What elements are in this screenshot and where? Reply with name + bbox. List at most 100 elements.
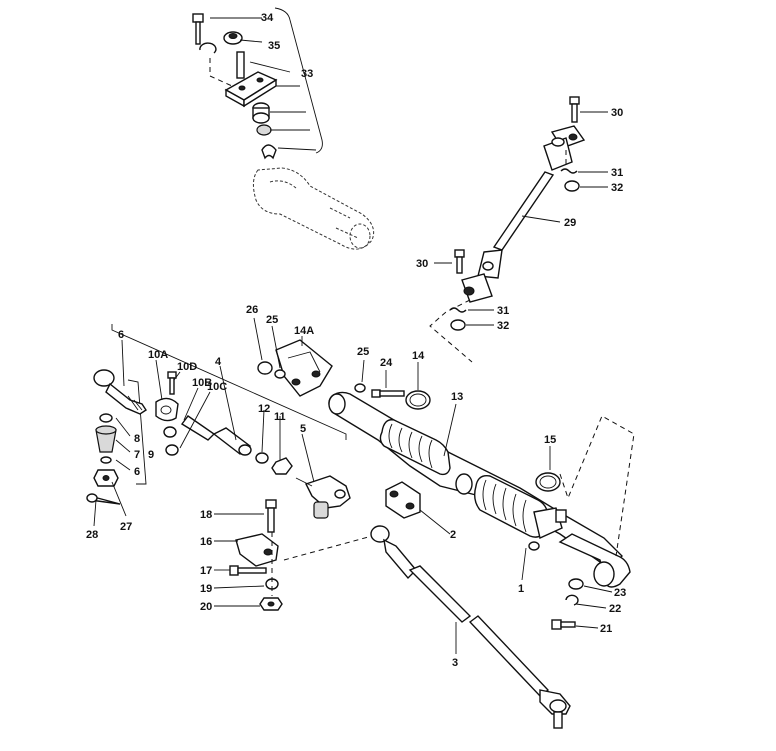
part-clamp-14A — [275, 339, 333, 397]
callout-6-side: 9 — [148, 449, 154, 461]
part-bolt-24 — [371, 389, 405, 398]
bracket-clamp-kit-group — [192, 7, 375, 250]
callout-7: 7 — [134, 449, 140, 461]
part-bolt-17 — [229, 565, 267, 576]
callout-34: 34 — [261, 12, 274, 24]
part-bolt-34 — [192, 13, 204, 45]
part-nut-35 — [223, 31, 243, 45]
callout-6-top: 6 — [118, 329, 124, 341]
callout-18: 18 — [200, 509, 212, 521]
callout-23: 23 — [614, 587, 626, 599]
rack-housing-assembly — [253, 317, 635, 588]
part-tie-rod-end-6 — [93, 369, 147, 415]
group-33-bracket-line — [274, 7, 323, 154]
callout-17: 17 — [200, 565, 212, 577]
callout-31-bottom: 31 — [497, 305, 509, 317]
part-ring-8 — [99, 413, 113, 423]
dash-clamp-15 — [559, 415, 635, 557]
dash-shaft-to-rack — [429, 299, 473, 363]
part-bolt-30-top — [569, 96, 580, 123]
dash-bracket-to-tie-rod — [283, 535, 373, 561]
callout-27: 27 — [120, 521, 132, 533]
part-washer-25 — [274, 369, 286, 379]
part-nut-32-top — [564, 180, 580, 192]
callout-5: 5 — [300, 423, 306, 435]
callout-2: 2 — [450, 529, 456, 541]
callout-28: 28 — [86, 529, 98, 541]
part-washer-25-right — [354, 383, 366, 393]
part-clip-31-top — [560, 168, 578, 174]
part-nut-12 — [255, 452, 269, 464]
bracket-line-6 — [127, 379, 147, 485]
callout-32-bottom: 32 — [497, 320, 509, 332]
callout-24: 24 — [380, 357, 393, 369]
callout-25-left: 25 — [266, 314, 278, 326]
part-washer-9 — [100, 456, 112, 464]
callout-10A: 10A — [148, 349, 168, 361]
callout-10D: 10D — [177, 361, 197, 373]
callout-21: 21 — [600, 623, 612, 635]
part-pinion-housing — [528, 507, 631, 588]
part-washer-10B — [163, 426, 177, 438]
rack-left-end — [328, 393, 346, 415]
part-nut-20 — [259, 597, 283, 611]
part-drop-arm-5 — [295, 475, 351, 519]
callout-20: 20 — [200, 601, 212, 613]
part-washer-23 — [568, 578, 584, 590]
part-bushing-stack — [252, 102, 277, 160]
part-tie-rod-end-right — [539, 689, 571, 729]
callout-14: 14 — [412, 350, 425, 362]
part-stud — [236, 51, 245, 79]
callout-labels: 34 35 33 30 31 32 29 30 31 32 26 25 14A … — [86, 12, 626, 669]
callout-14A: 14A — [294, 325, 314, 337]
part-nut-26 — [257, 361, 273, 375]
part-clamp-10A — [155, 397, 179, 422]
part-nut-10C — [165, 444, 179, 456]
callout-16: 16 — [200, 536, 212, 548]
part-clamp-ring-15 — [535, 472, 561, 492]
part-mount-bracket-2 — [385, 481, 421, 519]
part-clamp-ring-14 — [405, 390, 431, 410]
callout-31-top: 31 — [611, 167, 623, 179]
callout-10B: 10B — [192, 377, 212, 389]
part-bolt-18 — [265, 499, 277, 533]
callout-26: 26 — [246, 304, 258, 316]
right-lower-group — [551, 578, 613, 630]
callout-33: 33 — [301, 68, 313, 80]
part-castle-nut-27 — [93, 469, 119, 487]
callout-25-right: 25 — [357, 346, 369, 358]
part-nut-11 — [271, 457, 293, 475]
callout-30-bottom: 30 — [416, 258, 428, 270]
callout-30-top: 30 — [611, 107, 623, 119]
callout-3: 3 — [452, 657, 458, 669]
callout-35: 35 — [268, 40, 280, 52]
callout-13: 13 — [451, 391, 463, 403]
dash-link-top — [209, 58, 233, 87]
callout-22: 22 — [609, 603, 621, 615]
left-tie-rod-group — [86, 324, 351, 527]
callout-15: 15 — [544, 434, 556, 446]
part-bolt-10D — [167, 371, 177, 395]
part-clamp-plate — [224, 71, 278, 108]
callout-19: 19 — [200, 583, 212, 595]
part-nut-32-bottom — [450, 319, 466, 331]
part-lower-universal-joint — [461, 249, 503, 303]
callout-8: 8 — [134, 433, 140, 445]
lower-bracket-group — [213, 499, 373, 611]
part-upper-universal-joint — [543, 125, 586, 171]
phantom-rack-housing — [252, 167, 375, 250]
callout-1: 1 — [518, 583, 524, 595]
callout-9: 6 — [134, 466, 140, 478]
part-adjusting-sleeve-4 — [180, 415, 252, 456]
part-shaft-29 — [492, 171, 555, 251]
intermediate-shaft-group — [429, 96, 608, 363]
part-boot-13 — [379, 419, 451, 476]
callout-29: 29 — [564, 217, 576, 229]
part-bolt-21 — [551, 619, 576, 630]
part-bolt-30-bottom — [454, 249, 465, 274]
part-tie-rod-3 — [370, 525, 571, 729]
callout-32-top: 32 — [611, 182, 623, 194]
part-lock-washer-22 — [565, 594, 579, 606]
